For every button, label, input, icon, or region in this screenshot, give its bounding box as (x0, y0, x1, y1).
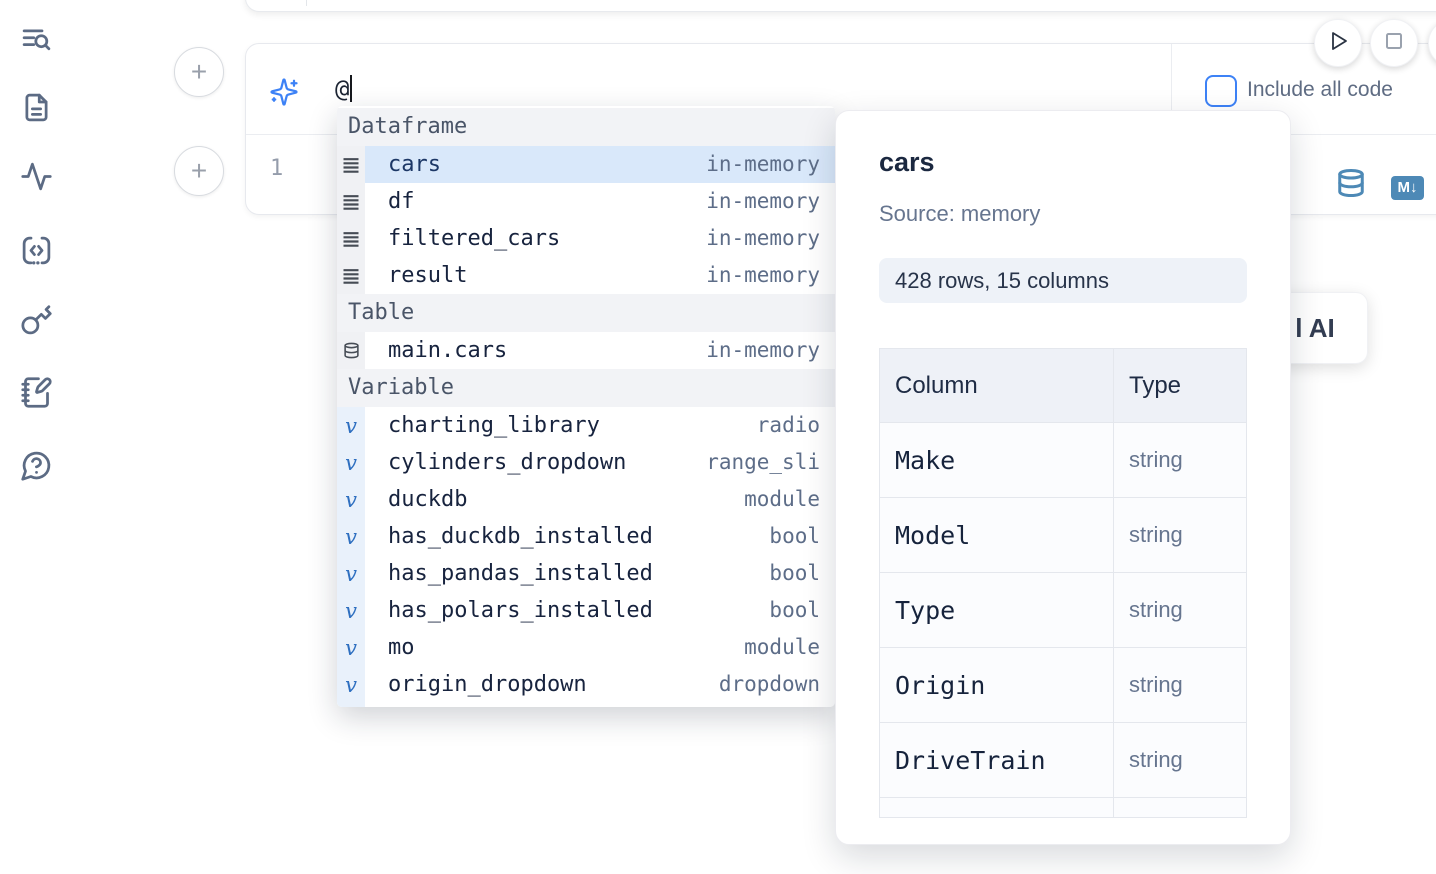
sidebar-item-tracing[interactable] (18, 161, 54, 197)
schema-row: Type string (880, 572, 1246, 647)
autocomplete-item-main-cars[interactable]: main.cars in-memory (337, 332, 835, 369)
variable-icon: v (337, 629, 365, 666)
autocomplete-item-duckdb[interactable]: v duckdb module (337, 481, 835, 518)
sidebar-item-scratchpad[interactable] (18, 377, 54, 413)
autocomplete-item-has-duckdb-installed[interactable]: v has_duckdb_installed bool (337, 518, 835, 555)
autocomplete-item-cars[interactable]: cars in-memory (337, 146, 835, 183)
schema-row: DriveTrain string (880, 722, 1246, 797)
text-cursor (350, 75, 353, 102)
preview-title: cars (879, 147, 935, 177)
dataframe-rows-icon (337, 146, 365, 183)
previous-cell-divider (306, 0, 307, 6)
autocomplete-item-cylinders-dropdown[interactable]: v cylinders_dropdown range_sli (337, 444, 835, 481)
dataframe-rows-icon (337, 183, 365, 220)
autocomplete-item-df[interactable]: df in-memory (337, 183, 835, 220)
line-number: 1 (270, 156, 284, 181)
preview-source: Source: memory (879, 201, 1041, 226)
notebook-pen-icon (20, 376, 53, 414)
variable-icon: v (337, 592, 365, 629)
schema-row: Origin string (880, 647, 1246, 722)
variable-icon: v (337, 407, 365, 444)
prompt-divider (1171, 44, 1172, 134)
variable-icon: v (337, 703, 365, 707)
sidebar-item-secrets[interactable] (18, 305, 54, 341)
file-text-icon (20, 91, 53, 129)
include-all-code-label: Include all code (1247, 78, 1393, 101)
autocomplete-item-result[interactable]: result in-memory (337, 257, 835, 294)
autocomplete-item-has-pandas-installed[interactable]: v has_pandas_installed bool (337, 555, 835, 592)
type-header: Type (1113, 349, 1246, 422)
stop-button[interactable] (1370, 19, 1418, 67)
dataframe-rows-icon (337, 257, 365, 294)
autocomplete-item-has-polars-installed[interactable]: v has_polars_installed bool (337, 592, 835, 629)
schema-table: Column Type Make string Model string Typ… (879, 348, 1247, 818)
schema-row: Make string (880, 422, 1246, 497)
autocomplete-item-pd[interactable]: v pd module (337, 703, 835, 707)
sparkles-icon (269, 77, 299, 107)
square-icon (1382, 29, 1406, 58)
schema-row-clipped (880, 797, 1246, 817)
activity-icon (20, 160, 53, 198)
sidebar-item-help[interactable] (18, 450, 54, 486)
sidebar-item-snippets[interactable] (18, 235, 54, 271)
autocomplete-dropdown: Dataframe cars in-memory df in-memory fi… (337, 106, 835, 707)
dataframe-rows-icon (337, 220, 365, 257)
add-cell-button-bottom[interactable]: + (174, 146, 224, 196)
shape-badge: 428 rows, 15 columns (879, 258, 1247, 303)
autocomplete-item-origin-dropdown[interactable]: v origin_dropdown dropdown (337, 666, 835, 703)
help-circle-icon (20, 449, 53, 487)
add-cell-button-top[interactable]: + (174, 47, 224, 97)
sidebar-item-files[interactable] (18, 92, 54, 128)
variable-icon: v (337, 444, 365, 481)
previous-cell-bottom (245, 0, 1436, 12)
variable-icon: v (337, 555, 365, 592)
dataframe-preview-popup: cars Source: memory 428 rows, 15 columns… (835, 110, 1291, 845)
play-icon (1326, 29, 1350, 58)
ai-prompt-input[interactable]: @ (335, 75, 353, 103)
database-icon[interactable] (1336, 168, 1366, 204)
code-block-icon (20, 234, 53, 272)
variable-icon: v (337, 518, 365, 555)
table-database-icon (337, 332, 365, 369)
list-search-icon (20, 24, 53, 62)
include-all-code-checkbox[interactable] (1205, 75, 1237, 107)
run-cell-button[interactable] (1314, 19, 1362, 67)
markdown-icon[interactable]: M↓ (1391, 176, 1424, 200)
key-icon (20, 304, 53, 342)
variable-icon: v (337, 481, 365, 518)
autocomplete-item-mo[interactable]: v mo module (337, 629, 835, 666)
autocomplete-section-header: Table (337, 294, 835, 332)
autocomplete-section-header: Dataframe (337, 108, 835, 146)
schema-header-row: Column Type (880, 349, 1246, 422)
autocomplete-item-filtered-cars[interactable]: filtered_cars in-memory (337, 220, 835, 257)
variable-icon: v (337, 666, 365, 703)
sidebar-item-search[interactable] (18, 25, 54, 61)
autocomplete-section-header: Variable (337, 369, 835, 407)
autocomplete-item-charting-library[interactable]: v charting_library radio (337, 407, 835, 444)
schema-row: Model string (880, 497, 1246, 572)
column-header: Column (895, 371, 978, 399)
